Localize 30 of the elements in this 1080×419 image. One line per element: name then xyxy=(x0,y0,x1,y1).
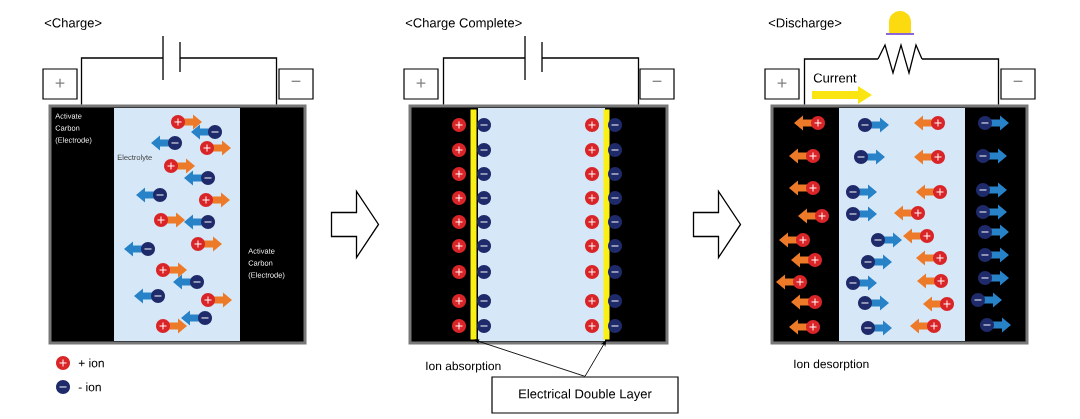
circuit-wire xyxy=(803,58,879,106)
circuit-wire xyxy=(921,58,1000,106)
resistor-symbol xyxy=(877,42,923,76)
legend-label: - ion xyxy=(78,382,101,392)
block-arrow xyxy=(692,189,742,260)
current-label: Current xyxy=(813,73,857,83)
panel-title: <Discharge> xyxy=(768,17,842,31)
terminal-box: + xyxy=(764,68,800,100)
annotation-label: Ion absorption xyxy=(426,361,501,373)
annotation-label: Ion desorption xyxy=(794,359,869,371)
legend-label: + ion xyxy=(78,358,104,368)
battery-symbol xyxy=(524,35,543,81)
panel-title: <Charge> xyxy=(44,17,102,31)
terminal-box: − xyxy=(1000,68,1036,100)
label-box: Electrical Double Layer xyxy=(491,376,679,414)
circuit-wire xyxy=(541,57,640,106)
circuit-wire xyxy=(442,57,526,106)
terminal-box: − xyxy=(639,68,675,100)
panel-title: <Charge Complete> xyxy=(405,17,522,31)
circuit-wire xyxy=(80,57,164,106)
terminal-box: − xyxy=(278,68,314,100)
circuit-wire xyxy=(179,57,278,106)
terminal-box: + xyxy=(403,68,439,100)
leader-line xyxy=(474,339,586,377)
terminal-box: + xyxy=(42,68,78,100)
block-arrow xyxy=(330,189,380,260)
double-layer-bar xyxy=(470,109,477,340)
leader-line xyxy=(584,340,607,377)
double-layer-bar xyxy=(603,109,610,340)
battery-symbol xyxy=(162,35,181,81)
